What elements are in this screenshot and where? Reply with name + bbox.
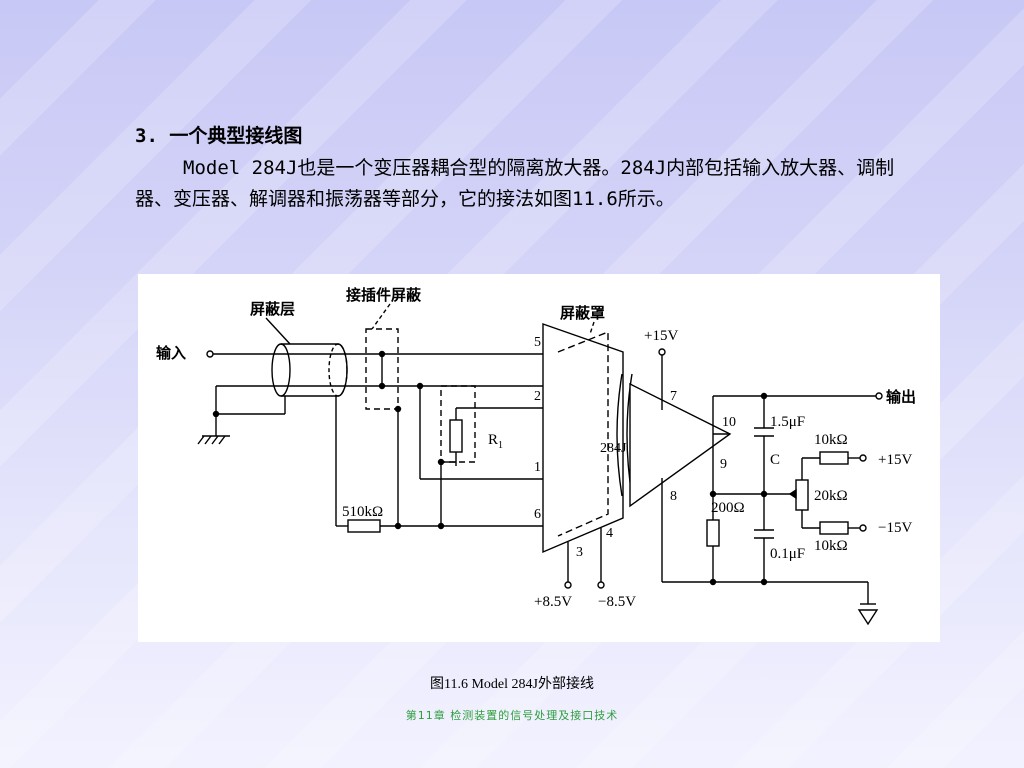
resistor-200 (706, 519, 720, 547)
output-ground-symbol (857, 609, 879, 626)
potentiometer-20k-label: 20kΩ (814, 488, 848, 504)
connector-shield (365, 328, 399, 410)
chip-name-label: 284J (600, 441, 627, 456)
potentiometer-20k (795, 479, 809, 511)
resistor-510k-label: 510kΩ (342, 504, 383, 520)
pin-5-label: 5 (534, 335, 541, 350)
cable-shield (271, 343, 348, 397)
capacitor-c-label: C (770, 452, 780, 468)
resistor-r1 (449, 419, 463, 453)
pin-2-label: 2 (534, 389, 541, 404)
pin-4-label: 4 (606, 526, 613, 541)
figure-caption: 图11.6 Model 284J外部接线 (430, 677, 594, 692)
shield-layer-label: 屏蔽层 (250, 300, 295, 318)
input-label: 输入 (156, 344, 186, 362)
shield-cover (557, 330, 609, 537)
body-paragraph: Model 284J也是一个变压器耦合型的隔离放大器。284J内部包括输入放大器… (135, 157, 895, 210)
pin-9-label: 9 (720, 457, 727, 472)
pin-6-label: 6 (534, 507, 541, 522)
connector-shield-leader (371, 303, 391, 330)
output-terminal (875, 392, 883, 400)
pin-8-label: 8 (670, 489, 677, 504)
capacitor-0-1-label: 0.1μF (770, 546, 805, 562)
shield-layer-leader (265, 317, 291, 345)
wiring-diagram-figure: 输入 屏蔽层 510kΩ (138, 274, 940, 642)
output-amplifier (629, 382, 732, 508)
resistor-10k-top (819, 451, 849, 465)
supply-plus-15-top-label: +15V (644, 328, 678, 344)
pin-1-label: 1 (534, 460, 541, 475)
output-label: 输出 (886, 388, 916, 406)
resistor-200-label: 200Ω (711, 500, 745, 516)
chapter-footer: 第11章 检测装置的信号处理及接口技术 (405, 709, 619, 722)
resistor-10k-top-label: 10kΩ (814, 432, 848, 448)
capacitor-c-value-label: 1.5μF (770, 414, 805, 430)
resistor-10k-bottom (819, 521, 849, 535)
supply-plus-15-right-label: +15V (878, 452, 912, 468)
input-stage-body (542, 323, 624, 554)
pin-7-label: 7 (670, 389, 677, 404)
r1-label: R1 (488, 432, 503, 451)
wiring-diagram: 输入 屏蔽层 510kΩ (156, 286, 916, 626)
section-heading: 3. 一个典型接线图 (135, 125, 303, 147)
r1-shield-box (440, 385, 476, 463)
pin-3-label: 3 (576, 545, 583, 560)
ground-symbol (197, 435, 230, 445)
supply-plus-8-5-label: +8.5V (534, 594, 572, 610)
transformer-arc-left (616, 373, 623, 497)
connector-shield-label: 接插件屏蔽 (346, 286, 422, 304)
resistor-10k-bottom-label: 10kΩ (814, 538, 848, 554)
shield-cover-label: 屏蔽罩 (560, 304, 605, 322)
supply-minus-8-5-label: −8.5V (598, 594, 636, 610)
input-terminal (206, 350, 214, 358)
supply-minus-15-right-label: −15V (878, 520, 912, 536)
pin-10-label: 10 (722, 415, 736, 430)
resistor-510k (347, 519, 381, 533)
